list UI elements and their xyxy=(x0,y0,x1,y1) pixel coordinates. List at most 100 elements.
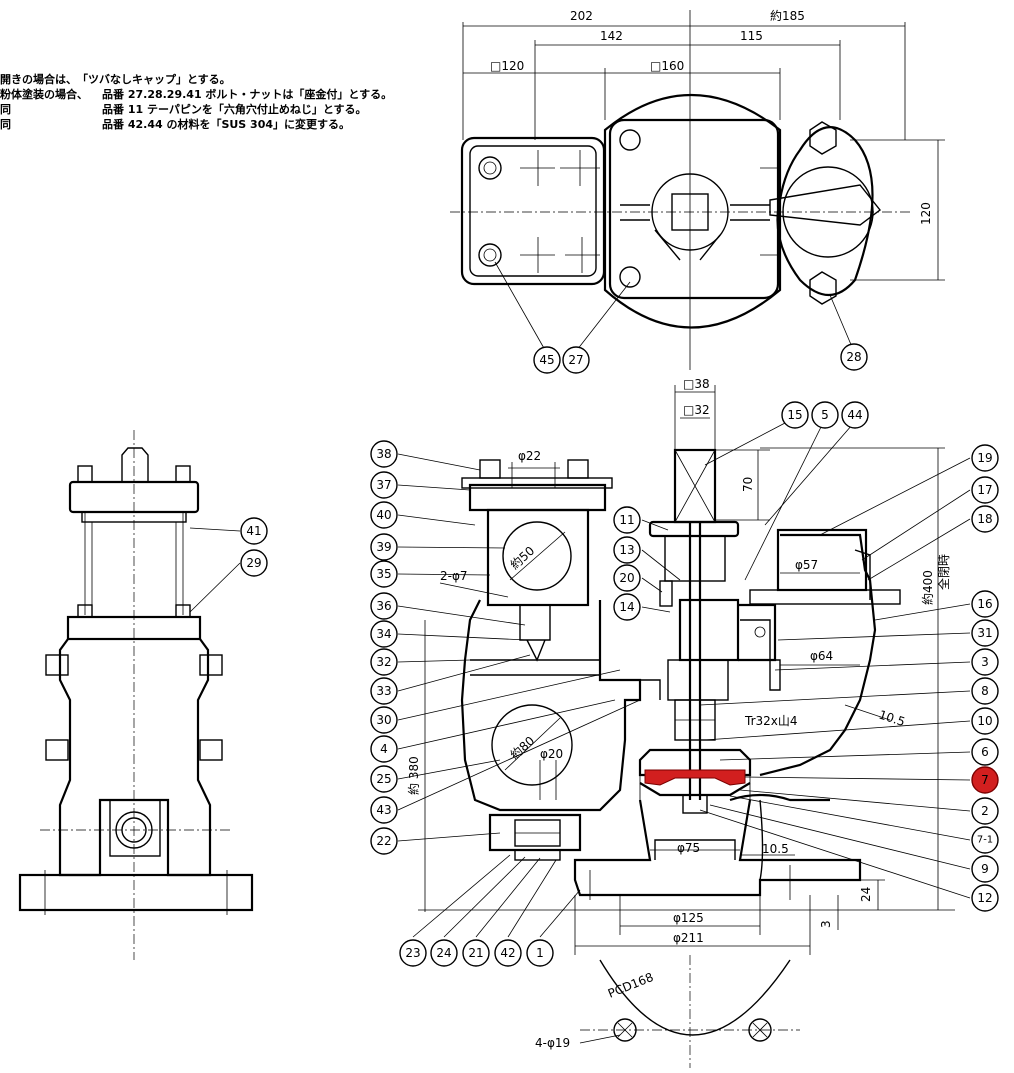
svg-text:42: 42 xyxy=(500,946,515,960)
dim-115: 115 xyxy=(740,29,763,43)
dim-sq38: □38 xyxy=(683,377,710,391)
note-lead: 同 xyxy=(0,118,11,131)
balloon-10: 10 xyxy=(971,707,999,735)
balloon-13: 13 xyxy=(613,536,641,564)
svg-text:8: 8 xyxy=(981,684,989,698)
balloon-22: 22 xyxy=(370,827,398,855)
dim-thread: Tr32x山4 xyxy=(744,714,798,728)
balloon-33: 33 xyxy=(370,677,398,705)
svg-text:43: 43 xyxy=(376,803,391,817)
note-row: 同 品番 42.44 の材料を「SUS 304」に変更する。 xyxy=(0,117,440,132)
balloon-45: 45 xyxy=(533,346,561,374)
balloon-24: 24 xyxy=(430,939,458,967)
svg-text:32: 32 xyxy=(376,655,391,669)
svg-text:40: 40 xyxy=(376,508,391,522)
dim-sq32: □32 xyxy=(683,403,710,417)
balloon-4: 4 xyxy=(370,735,398,763)
balloon-42: 42 xyxy=(494,939,522,967)
balloon-43: 43 xyxy=(370,796,398,824)
svg-text:12: 12 xyxy=(977,891,992,905)
dim-pcd: PCD168 xyxy=(606,970,656,1001)
dim-2d7: 2-φ7 xyxy=(440,569,468,583)
dim-10-5b: 10.5 xyxy=(762,842,789,856)
side-view xyxy=(18,430,254,960)
svg-text:18: 18 xyxy=(977,512,992,526)
balloon-27: 27 xyxy=(562,346,590,374)
svg-text:27: 27 xyxy=(568,353,583,367)
balloon-44: 44 xyxy=(841,401,869,429)
svg-text:22: 22 xyxy=(376,834,391,848)
leader-lines-left xyxy=(397,422,971,938)
svg-text:25: 25 xyxy=(376,772,391,786)
svg-text:2: 2 xyxy=(981,804,989,818)
dim-d20: φ20 xyxy=(540,747,563,761)
dim-d50: 約50 xyxy=(507,543,537,572)
svg-text:45: 45 xyxy=(539,353,554,367)
balloon-35: 35 xyxy=(370,560,398,588)
svg-text:10: 10 xyxy=(977,714,992,728)
balloon-31: 31 xyxy=(971,619,999,647)
balloon-38: 38 xyxy=(370,440,398,468)
notes-block: 開きの場合は、「ツバなしキャップ」とする。 粉体塗装の場合、品番 27.28.2… xyxy=(0,72,440,132)
balloon-36: 36 xyxy=(370,592,398,620)
dim-d22: φ22 xyxy=(518,449,541,463)
balloon-19: 19 xyxy=(971,444,999,472)
svg-text:7: 7 xyxy=(981,773,989,787)
svg-text:15: 15 xyxy=(787,408,802,422)
dim-d64: φ64 xyxy=(810,649,833,663)
balloon-2: 2 xyxy=(971,797,999,825)
part-balloons: 45 27 28 41 29 38 37 40 39 35 36 34 32 3… xyxy=(240,343,999,967)
dim-3: 3 xyxy=(819,920,833,928)
dim-sq160: □160 xyxy=(650,59,684,73)
balloon-23: 23 xyxy=(399,939,427,967)
svg-text:19: 19 xyxy=(977,451,992,465)
svg-text:31: 31 xyxy=(977,626,992,640)
balloon-30: 30 xyxy=(370,706,398,734)
note-text: 「ツバなしキャップ」とする。 xyxy=(77,73,231,86)
dim-holes: 4-φ19 xyxy=(535,1036,570,1050)
dim-70: 70 xyxy=(741,477,755,492)
balloon-6: 6 xyxy=(971,738,999,766)
svg-text:29: 29 xyxy=(246,556,261,570)
dim-142: 142 xyxy=(600,29,623,43)
balloon-34: 34 xyxy=(370,620,398,648)
note-text: 品番 42.44 の材料を「SUS 304」に変更する。 xyxy=(102,118,351,131)
svg-text:1: 1 xyxy=(536,946,544,960)
highlighted-valve-seat xyxy=(644,769,746,786)
balloon-7-1: 7-1 xyxy=(971,826,999,854)
svg-text:17: 17 xyxy=(977,483,992,497)
svg-text:6: 6 xyxy=(981,745,989,759)
balloon-20: 20 xyxy=(613,564,641,592)
balloon-37: 37 xyxy=(370,471,398,499)
svg-text:33: 33 xyxy=(376,684,391,698)
svg-text:23: 23 xyxy=(405,946,420,960)
balloon-12: 12 xyxy=(971,884,999,912)
svg-text:38: 38 xyxy=(376,447,391,461)
balloon-1: 1 xyxy=(526,939,554,967)
svg-text:39: 39 xyxy=(376,540,391,554)
dim-sq120: □120 xyxy=(490,59,524,73)
balloon-7-highlighted: 7 xyxy=(971,766,999,794)
balloon-9: 9 xyxy=(971,855,999,883)
svg-text:13: 13 xyxy=(619,543,634,557)
dim-380: 約 380 xyxy=(406,756,421,795)
balloon-16: 16 xyxy=(971,590,999,618)
note-text: 品番 11 テーパピンを「六角穴付止めねじ」とする。 xyxy=(102,103,367,116)
svg-text:28: 28 xyxy=(846,350,861,364)
svg-text:9: 9 xyxy=(981,862,989,876)
dim-185: 約185 xyxy=(770,8,805,23)
plan-view: 202 約185 142 115 □120 □160 120 xyxy=(450,8,945,370)
balloon-11: 11 xyxy=(613,506,641,534)
balloon-29: 29 xyxy=(240,549,268,577)
svg-text:5: 5 xyxy=(821,408,829,422)
dim-400: 約400 xyxy=(920,570,935,605)
balloon-28: 28 xyxy=(840,343,868,371)
balloon-3: 3 xyxy=(971,648,999,676)
balloon-41: 41 xyxy=(240,517,268,545)
balloon-17: 17 xyxy=(971,476,999,504)
balloon-18: 18 xyxy=(971,505,999,533)
balloon-39: 39 xyxy=(370,533,398,561)
dim-d211: φ211 xyxy=(673,931,704,945)
note-row: 開きの場合は、「ツバなしキャップ」とする。 xyxy=(0,72,440,87)
